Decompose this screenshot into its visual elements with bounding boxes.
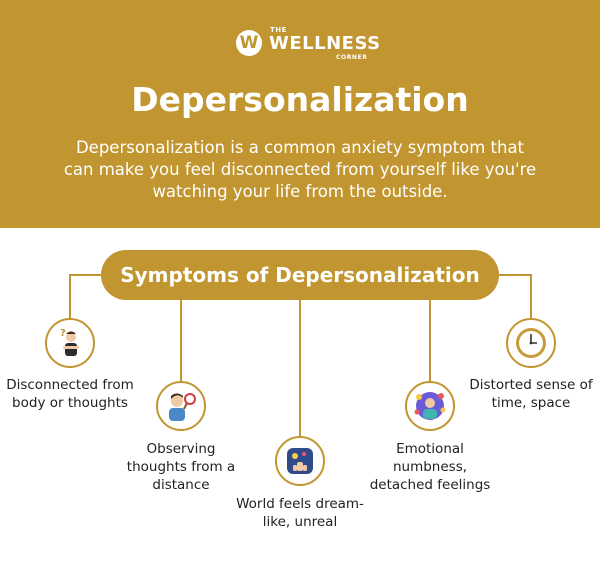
logo-name-text: WELLNESS	[269, 33, 381, 54]
svg-text:?: ?	[60, 328, 66, 339]
symptom-label-1: Disconnected from body or thoughts	[6, 377, 134, 411]
symptom-label-5: Distorted sense of time, space	[469, 377, 593, 411]
symptom-label-2: Observing thoughts from a distance	[126, 441, 236, 493]
brand-logo: W THE WELLNESS CORNER	[0, 24, 600, 64]
symptom-label-3: World feels dream-like, unreal	[236, 496, 364, 530]
connector-line-5	[499, 274, 532, 318]
magnifier-person-icon	[156, 381, 206, 431]
page-description: Depersonalization is a common anxiety sy…	[63, 138, 537, 201]
connector-line-1	[69, 274, 101, 318]
logo-mark-icon: W	[236, 30, 262, 56]
confused-person-icon: ?	[45, 318, 95, 368]
logo-sub-text: CORNER	[336, 54, 368, 61]
emotions-person-icon	[405, 381, 455, 431]
dream-head-icon	[275, 436, 325, 486]
page-title: Depersonalization	[131, 80, 469, 119]
header-banner: W THE WELLNESS CORNER Depersonalization …	[0, 0, 600, 228]
clock-icon	[506, 318, 556, 368]
section-title-pill: Symptoms of Depersonalization	[101, 250, 499, 300]
symptom-label-4: Emotional numbness, detached feelings	[369, 441, 491, 493]
logo-the-text: THE	[270, 26, 287, 34]
